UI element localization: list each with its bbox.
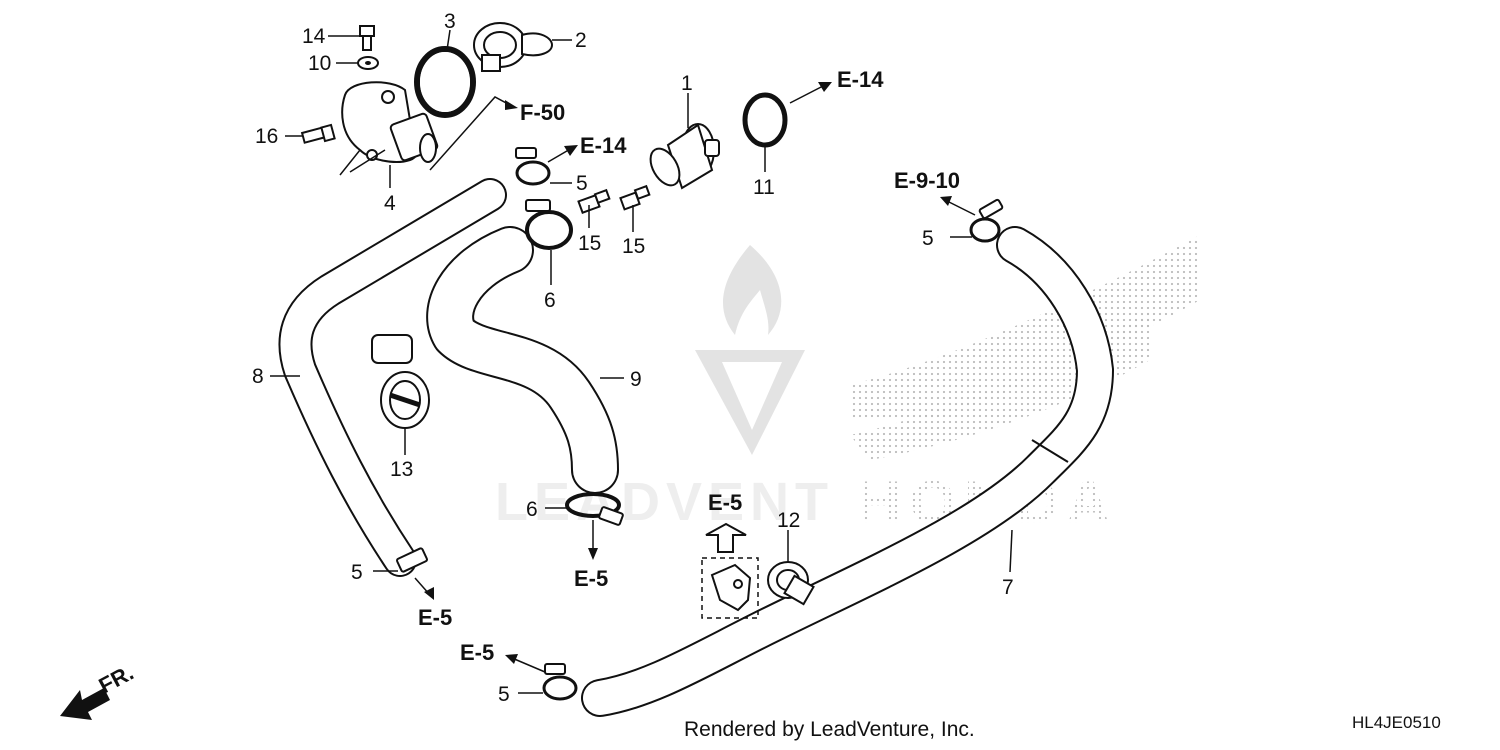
callout-8: 8 (252, 365, 264, 388)
bolt-15-b (619, 184, 651, 211)
bolt-15-a (577, 188, 611, 214)
clamp-5-left (396, 547, 428, 573)
callout-4: 4 (384, 192, 396, 215)
callout-6-bottom: 6 (526, 498, 538, 521)
watermark-logo (695, 245, 805, 455)
ref-e5-left: E-5 (418, 605, 452, 630)
hose-8 (278, 178, 507, 577)
rendered-by-credit: Rendered by LeadVenture, Inc. (684, 718, 975, 741)
bolt-14 (359, 25, 375, 51)
clamp-5-bottom (542, 663, 578, 701)
callout-15-a: 15 (578, 232, 601, 255)
ref-f50: F-50 (520, 100, 565, 125)
callout-13: 13 (390, 458, 413, 481)
o-ring-3 (414, 46, 476, 118)
callout-6-top: 6 (544, 289, 556, 312)
washer-10 (357, 56, 379, 70)
callout-11: 11 (753, 176, 775, 199)
callout-2: 2 (575, 29, 587, 52)
bracket-detail (701, 522, 759, 619)
clamp-6-bottom (565, 492, 624, 526)
ref-e5-box: E-5 (708, 490, 742, 515)
leader-lines (270, 29, 1013, 694)
clamp-5-top (515, 147, 551, 186)
diagram-code: HL4JE0510 (1352, 713, 1441, 732)
ref-e5-bottom: E-5 (460, 640, 494, 665)
callout-15-b: 15 (622, 235, 645, 258)
callout-3: 3 (444, 10, 456, 33)
callout-5-left: 5 (351, 561, 363, 584)
o-ring-11 (742, 92, 788, 148)
hose-7 (581, 226, 1114, 717)
callout-1: 1 (681, 72, 693, 95)
front-arrow-icon: FR. (60, 660, 138, 720)
ref-e14-top: E-14 (837, 67, 884, 92)
callout-5-right: 5 (922, 227, 934, 250)
outlet-1 (649, 123, 720, 190)
hose-9 (426, 226, 619, 494)
ref-e5-mid: E-5 (574, 566, 608, 591)
callout-14: 14 (302, 25, 326, 48)
clip-13 (371, 334, 430, 429)
thermostat-2 (473, 22, 554, 72)
callout-5-top: 5 (576, 172, 588, 195)
callout-5-bottom: 5 (498, 683, 510, 706)
callout-12: 12 (777, 509, 800, 532)
bolt-16 (300, 123, 336, 144)
ref-e14-mid: E-14 (580, 133, 627, 158)
clip-12 (767, 561, 815, 606)
clamp-6-top (525, 199, 573, 250)
callout-7: 7 (1002, 576, 1014, 599)
clamp-5-right (969, 198, 1004, 243)
housing-4 (339, 81, 439, 176)
callout-9: 9 (630, 368, 642, 391)
ref-e9-10: E-9-10 (894, 168, 960, 193)
callout-16: 16 (255, 125, 278, 148)
watermark-leadventure: LEADVENT (495, 472, 834, 532)
watermark-wing (850, 235, 1200, 460)
callout-10: 10 (308, 52, 331, 75)
